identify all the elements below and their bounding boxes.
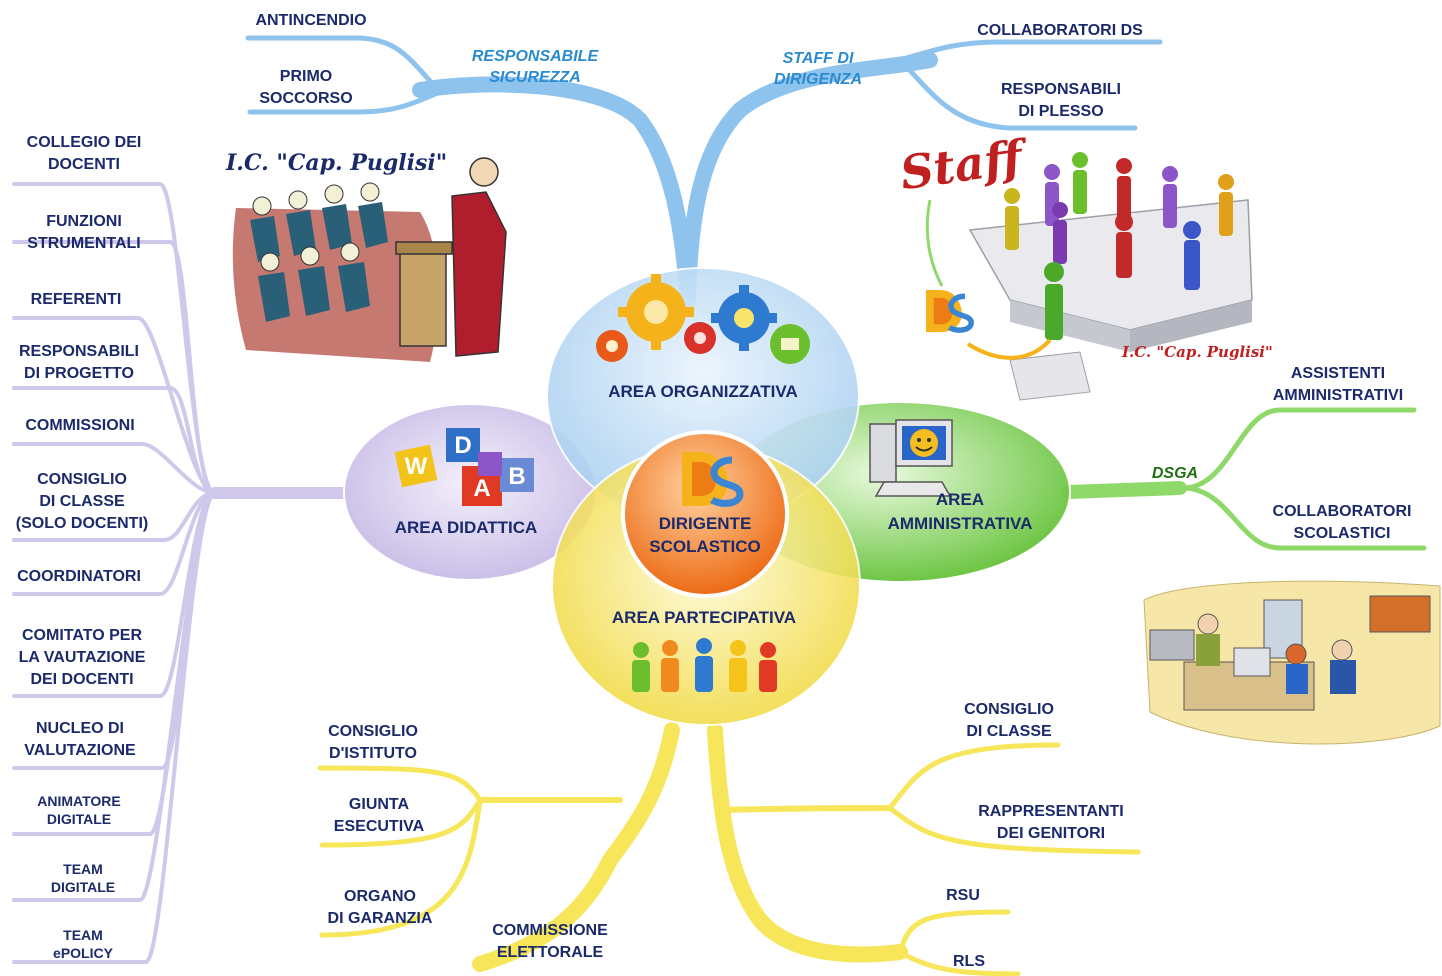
leaf-primo-soccorso[interactable]: PRIMO SOCCORSO [259, 68, 353, 107]
area-didattica-label[interactable]: AREA DIDATTICA [394, 518, 538, 537]
block-letter: B [508, 463, 525, 490]
block-letter: W [405, 453, 428, 480]
didattica-item[interactable]: ANIMATORE DIGITALE [37, 793, 121, 827]
didattica-branch-line [12, 491, 217, 596]
area-partecipativa-label[interactable]: AREA PARTECIPATIVA [611, 608, 797, 627]
school-caption: I.C. "Cap. Puglisi" [226, 150, 448, 176]
didattica-item[interactable]: TEAM DIGITALE [50, 861, 116, 895]
leaf-collaboratori-scolastici[interactable]: COLLABORATORI SCOLASTICI [1272, 503, 1412, 542]
leaf-consiglio-istituto[interactable]: CONSIGLIO D'ISTITUTO [328, 723, 418, 762]
leaf-organo-garanzia[interactable]: ORGANO DI GARANZIA [327, 888, 433, 927]
branch-dsga[interactable]: DSGA [1151, 465, 1199, 482]
area-amministrativa-label[interactable]: AREA AMMINISTRATIVA [887, 490, 1033, 533]
didattica-branch-line [12, 491, 217, 964]
leaf-responsabili-plesso[interactable]: RESPONSABILI DI PLESSO [1000, 81, 1121, 120]
green-branches [1061, 407, 1427, 551]
ds-logo-icon [682, 452, 744, 507]
leaf-rsu[interactable]: RSU [946, 887, 980, 904]
branch-responsabile-sicurezza[interactable]: RESPONSABILE SICUREZZA [471, 48, 599, 86]
block-letter: D [454, 432, 471, 459]
staff-caption: I.C. "Cap. Puglisi" [1122, 343, 1273, 361]
leaf-rls[interactable]: RLS [953, 953, 985, 970]
leaf-commissione-elettorale[interactable]: COMMISSIONE ELETTORALE [492, 922, 608, 961]
didattica-item[interactable]: COLLEGIO DEI DOCENTI [26, 134, 142, 173]
leaf-consiglio-classe[interactable]: CONSIGLIO DI CLASSE [964, 701, 1054, 740]
didattica-item[interactable]: COMMISSIONI [25, 417, 135, 434]
alphabet-blocks-icon: W D A B [394, 428, 534, 506]
people-group-icon [632, 638, 777, 692]
classroom-illustration [232, 157, 507, 362]
didattica-branch-line [12, 442, 217, 495]
didattica-item[interactable]: CONSIGLIO DI CLASSE (SOLO DOCENTI) [15, 471, 149, 532]
didattica-branch-line [12, 240, 217, 495]
center-circle [621, 430, 789, 598]
staff-puzzle-illustration [925, 152, 1253, 401]
center-label: DIRIGENTE SCOLASTICO [649, 514, 761, 556]
didattica-item[interactable]: RESPONSABILI DI PROGETTO [18, 343, 139, 382]
didattica-item[interactable]: TEAM ePOLICY [53, 927, 113, 961]
didattica-item[interactable]: REFERENTI [30, 291, 122, 308]
area-organizzativa-label[interactable]: AREA ORGANIZZATIVA [608, 382, 798, 401]
leaf-collaboratori-ds[interactable]: COLLABORATORI DS [977, 22, 1143, 39]
didattica-item[interactable]: COORDINATORI [17, 568, 141, 585]
didattica-item[interactable]: FUNZIONI STRUMENTALI [27, 213, 141, 252]
purple-branches [12, 182, 351, 964]
didattica-item[interactable]: NUCLEO DI VALUTAZIONE [24, 720, 136, 759]
didattica-item[interactable]: COMITATO PER LA VAUTAZIONE DEI DOCENTI [18, 627, 146, 688]
didattica-branch-line [12, 386, 217, 495]
computer-smiley-icon [869, 419, 953, 497]
branch-staff-dirigenza[interactable]: STAFF DI DIRIGENZA [774, 50, 862, 88]
leaf-rappresentanti-genitori[interactable]: RAPPRESENTANTI DEI GENITORI [978, 803, 1124, 842]
yellow-branches [317, 722, 1141, 976]
gears-icon [596, 274, 810, 364]
leaf-assistenti-amministrativi[interactable]: ASSISTENTI AMMINISTRATIVI [1272, 365, 1404, 404]
leaf-giunta-esecutiva[interactable]: GIUNTA ESECUTIVA [333, 796, 425, 835]
office-illustration [1143, 580, 1441, 745]
blue-branches [245, 35, 1163, 308]
block-letter: A [473, 475, 490, 502]
leaf-antincendio[interactable]: ANTINCENDIO [255, 12, 367, 29]
